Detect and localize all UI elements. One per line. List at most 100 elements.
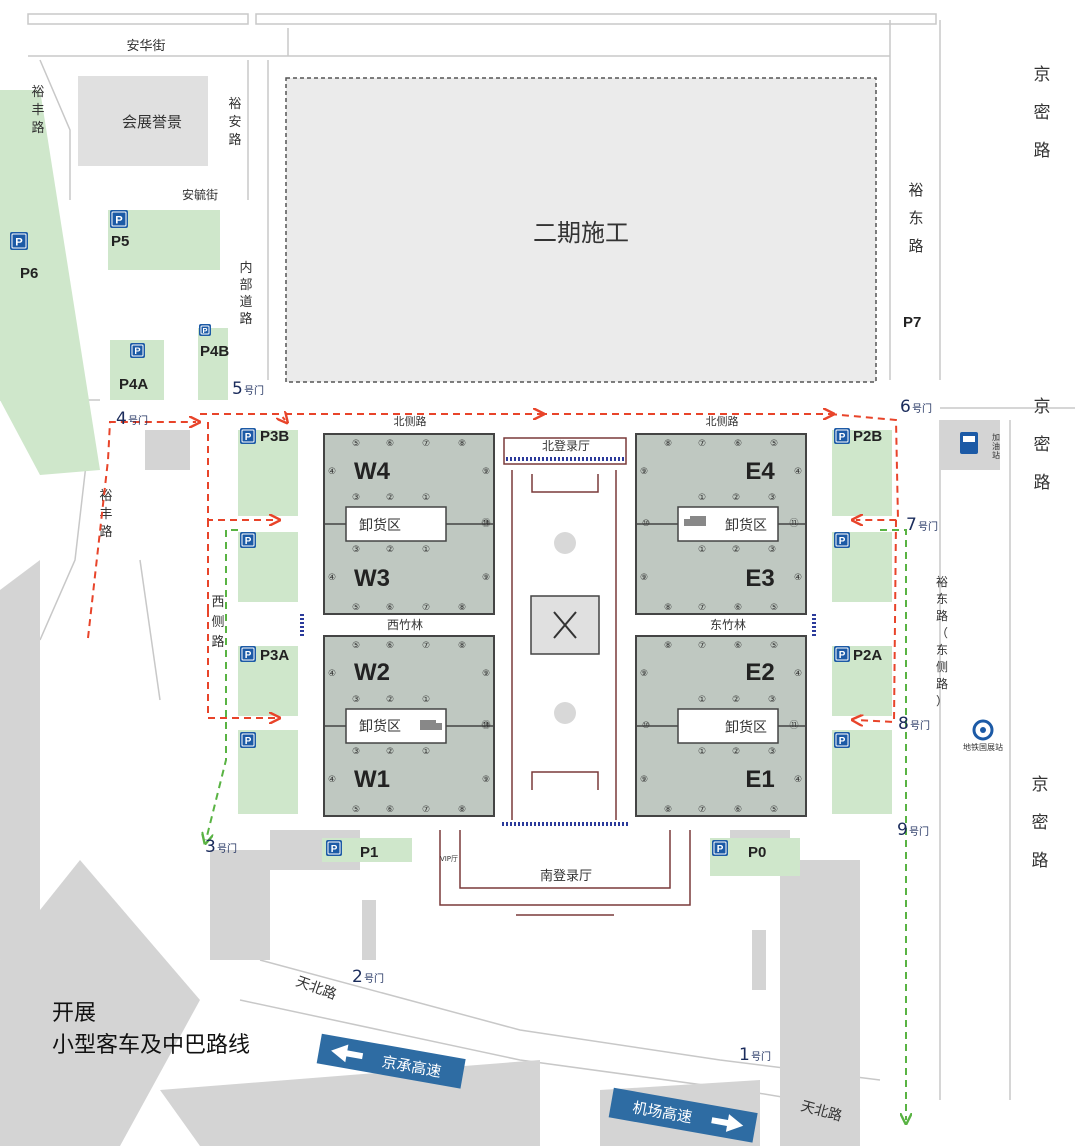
gate-g8: 8 [898, 714, 909, 734]
parking-icon: P [834, 428, 850, 444]
svg-text:P: P [331, 844, 338, 855]
hall-door-number: ⑤ [352, 439, 360, 449]
road-label-char: 路 [1034, 141, 1051, 161]
hall-door-number: ⑧ [458, 439, 466, 449]
hall-door-number: ④ [794, 775, 802, 785]
hall-door-number: ⑨ [482, 775, 490, 785]
road-label-char: 东 [936, 643, 948, 657]
gas-label-char: 油 [992, 441, 1000, 451]
hall-door-number: ⑦ [422, 641, 430, 651]
hall-door-number: ⑧ [664, 439, 672, 449]
hall-door-number: ⑨ [482, 467, 490, 477]
road-label-char: 京 [1032, 775, 1049, 795]
hall-door-number: ⑪ [789, 518, 798, 529]
parking-label-p5: P5 [111, 233, 129, 250]
road-north-side-e: 北侧路 [706, 415, 739, 428]
hall-door-number: ⑦ [422, 439, 430, 449]
hall-door-number: ⑩ [642, 721, 650, 731]
road-anyu: 安毓街 [182, 187, 218, 202]
hall-door-number: ⑤ [352, 603, 360, 613]
parking-label-p3a: P3A [260, 647, 289, 664]
parking-icon: P [834, 732, 850, 748]
hall-door-number: ④ [328, 775, 336, 785]
svg-text:P: P [245, 650, 252, 661]
road-label-char: （ [936, 626, 948, 640]
parking-icon: P [110, 210, 128, 228]
gate-g3-suffix: 号门 [217, 842, 237, 855]
hall-door-number: ④ [794, 467, 802, 477]
gate-g2: 2 [352, 967, 363, 987]
hall-door-number: ⑥ [386, 439, 394, 449]
parking-icon: P [130, 343, 145, 358]
parking-label-p4b: P4B [200, 343, 229, 360]
route-green [206, 529, 906, 1120]
parking-icon: P [240, 732, 256, 748]
road-anhua: 安华街 [126, 39, 165, 54]
gate-g5: 5 [232, 379, 243, 399]
caption-line-2: 小型客车及中巴路线 [52, 1033, 251, 1058]
hall-door-number: ⑪ [481, 518, 490, 529]
hall-door-number: ⑨ [640, 669, 648, 679]
huizhan-block [78, 76, 208, 166]
unload-label-e: 卸货区 [725, 517, 767, 534]
hall-door-number: ⑥ [734, 603, 742, 613]
gate-g5-suffix: 号门 [244, 384, 264, 397]
hall-door-number: ③ [768, 493, 776, 503]
road-label-char: 裕 [31, 85, 44, 100]
parking-icon: P [240, 428, 256, 444]
hall-door-number: ⑨ [640, 467, 648, 477]
hall-e3-label: E3 [745, 565, 774, 592]
hall-door-number: ⑧ [458, 603, 466, 613]
hall-door-number: ⑥ [386, 603, 394, 613]
road-label-char: 裕 [908, 181, 923, 199]
hall-door-number: ⑨ [640, 775, 648, 785]
gate-g8-suffix: 号门 [910, 719, 930, 732]
gate-g7-suffix: 号门 [918, 520, 938, 533]
road-label-char: 密 [1034, 103, 1051, 123]
hall-w3-label: W3 [354, 565, 390, 592]
hall-door-number: ⑧ [458, 805, 466, 815]
hall-door-number: ⑧ [664, 603, 672, 613]
gate-g9-suffix: 号门 [909, 825, 929, 838]
parking-label-p3b: P3B [260, 428, 289, 445]
hall-door-number: ② [386, 545, 394, 555]
parking-icon: P [10, 232, 28, 250]
hall-door-number: ③ [352, 493, 360, 503]
hall-door-number: ④ [328, 467, 336, 477]
hall-door-number: ⑤ [770, 805, 778, 815]
road-label-char: 西 [211, 595, 224, 610]
north-lobby-label: 北登录厅 [542, 438, 590, 453]
parking-icon: P [240, 532, 256, 548]
east-bamboo-label: 东竹林 [710, 618, 746, 632]
hall-door-number: ⑤ [352, 805, 360, 815]
svg-text:P: P [15, 236, 23, 248]
svg-text:P: P [839, 650, 846, 661]
hall-door-number: ⑧ [664, 641, 672, 651]
hall-door-number: ④ [328, 669, 336, 679]
svg-text:P: P [245, 536, 252, 547]
parking-icon: P [326, 840, 342, 856]
road-label-char: 路 [239, 311, 252, 327]
svg-text:P: P [203, 326, 208, 335]
hall-door-number: ⑦ [698, 641, 706, 651]
hall-door-number: ⑧ [664, 805, 672, 815]
road-label-char: 路 [211, 634, 224, 650]
gate-g9: 9 [897, 820, 908, 840]
gas-station-icon [960, 432, 978, 454]
hall-door-number: ⑩ [642, 519, 650, 529]
hall-e2-label: E2 [745, 659, 774, 686]
hall-door-number: ① [422, 695, 430, 705]
vip-label: VIP厅 [440, 855, 458, 863]
hall-door-number: ③ [352, 695, 360, 705]
gate-g4-suffix: 号门 [128, 414, 148, 427]
phase2-area [285, 77, 877, 383]
hall-door-number: ② [732, 695, 740, 705]
svg-text:P: P [839, 432, 846, 443]
phase2-label: 二期施工 [533, 219, 629, 247]
hall-door-number: ③ [768, 545, 776, 555]
hall-door-number: ③ [352, 545, 360, 555]
hall-door-number: ③ [768, 747, 776, 757]
entrance-strips [300, 457, 816, 826]
